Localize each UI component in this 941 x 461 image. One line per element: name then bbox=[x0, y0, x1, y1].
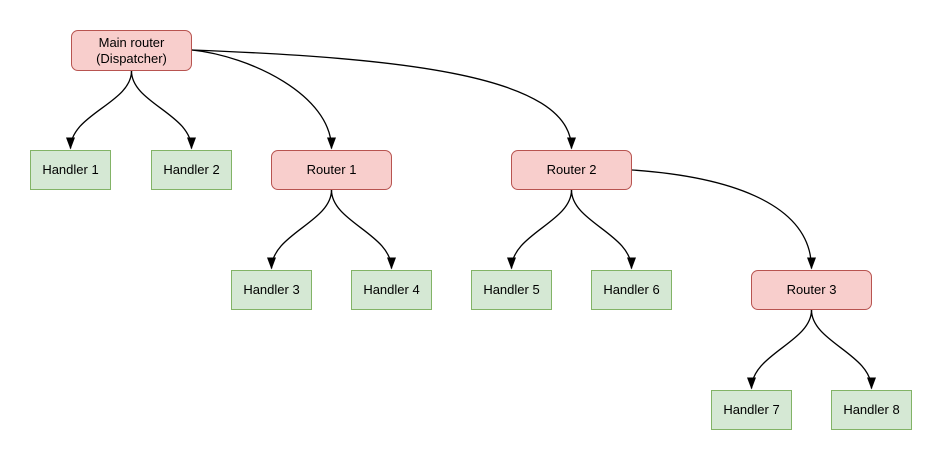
edge-router-3-to-handler-7 bbox=[747, 309, 813, 390]
node-router-2-label: Router 2 bbox=[546, 162, 597, 177]
node-handler-6: Handler 6 bbox=[591, 270, 672, 310]
node-router-1: Router 1 bbox=[271, 150, 392, 190]
node-router-2: Router 2 bbox=[511, 150, 632, 190]
node-router-3-label: Router 3 bbox=[786, 282, 837, 297]
node-router-3: Router 3 bbox=[751, 270, 872, 310]
node-handler-4-label: Handler 4 bbox=[363, 282, 420, 297]
node-handler-1-label: Handler 1 bbox=[42, 162, 99, 177]
node-handler-2: Handler 2 bbox=[151, 150, 232, 190]
edge-main-router-to-router-1 bbox=[191, 49, 336, 150]
edge-router-2-to-router-3 bbox=[631, 169, 816, 270]
node-handler-1: Handler 1 bbox=[30, 150, 111, 190]
edge-router-1-to-handler-3 bbox=[267, 189, 333, 270]
edge-main-router-to-router-2 bbox=[191, 49, 576, 150]
node-router-1-label: Router 1 bbox=[306, 162, 357, 177]
node-handler-3: Handler 3 bbox=[231, 270, 312, 310]
node-handler-3-label: Handler 3 bbox=[243, 282, 300, 297]
node-handler-5: Handler 5 bbox=[471, 270, 552, 310]
edge-main-router-to-handler-2 bbox=[130, 70, 196, 150]
node-handler-4: Handler 4 bbox=[351, 270, 432, 310]
edge-router-1-to-handler-4 bbox=[330, 189, 396, 270]
node-handler-7: Handler 7 bbox=[711, 390, 792, 430]
node-handler-8: Handler 8 bbox=[831, 390, 912, 430]
node-handler-7-label: Handler 7 bbox=[723, 402, 780, 417]
node-handler-5-label: Handler 5 bbox=[483, 282, 540, 297]
node-handler-6-label: Handler 6 bbox=[603, 282, 660, 297]
edge-main-router-to-handler-1 bbox=[66, 70, 133, 150]
edge-router-2-to-handler-6 bbox=[570, 189, 636, 270]
node-main-router: Main router (Dispatcher) bbox=[71, 30, 192, 71]
edge-router-2-to-handler-5 bbox=[507, 189, 573, 270]
node-handler-2-label: Handler 2 bbox=[163, 162, 220, 177]
edge-router-3-to-handler-8 bbox=[810, 309, 876, 390]
node-handler-8-label: Handler 8 bbox=[843, 402, 900, 417]
node-main-router-label: Main router (Dispatcher) bbox=[96, 34, 167, 66]
